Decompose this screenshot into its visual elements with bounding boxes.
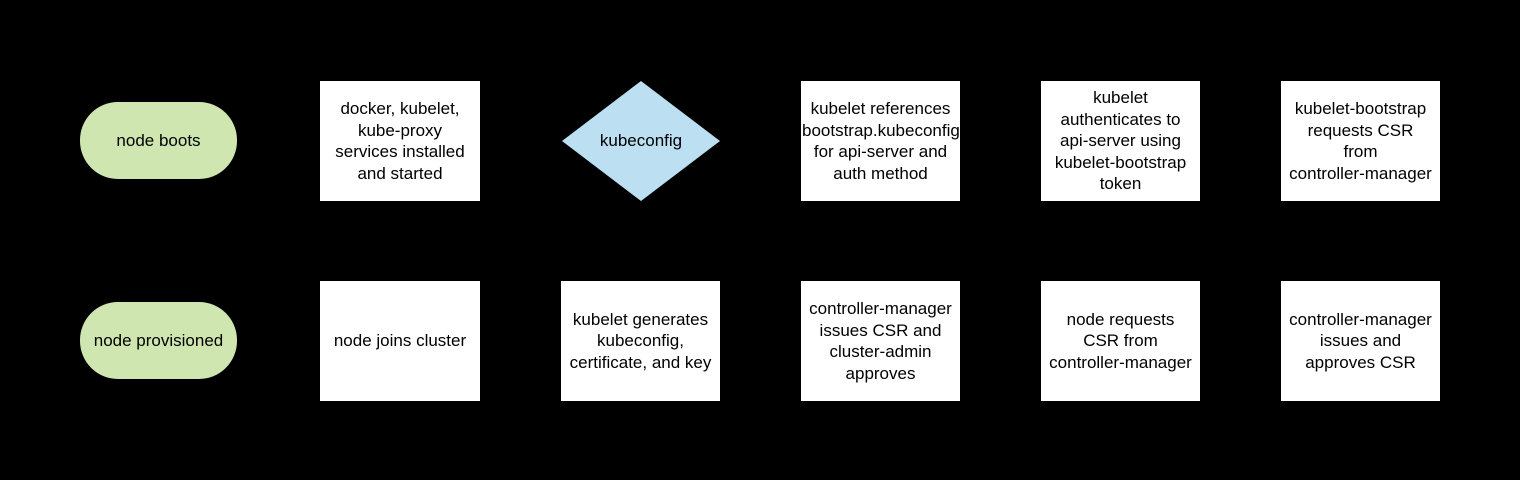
- flow-node-label: kubelet authenticates to api-server usin…: [1054, 88, 1187, 194]
- flow-node-services-installed[interactable]: docker, kubelet, kube-proxy services ins…: [320, 81, 480, 201]
- flow-node-controller-manager-issues-approves[interactable]: controller-manager issues and approves C…: [1281, 281, 1440, 401]
- flow-node-kubeconfig[interactable]: kubeconfig: [562, 81, 720, 201]
- flow-node-label: controller-manager issues CSR and cluste…: [809, 299, 952, 383]
- flow-node-label: node requests CSR from controller-manage…: [1049, 309, 1192, 372]
- flow-node-label: docker, kubelet, kube-proxy services ins…: [335, 99, 465, 183]
- flow-node-kubelet-references-bootstrap[interactable]: kubelet references bootstrap.kubeconfig …: [801, 81, 960, 201]
- flow-node-node-joins-cluster[interactable]: node joins cluster: [320, 281, 480, 401]
- flow-node-label: kubelet references bootstrap.kubeconfig …: [802, 99, 960, 183]
- flow-node-kubelet-generates[interactable]: kubelet generates kubeconfig, certificat…: [561, 281, 720, 401]
- flow-node-label: kubelet generates kubeconfig, certificat…: [569, 309, 712, 372]
- flow-node-kubelet-bootstrap-requests-csr[interactable]: kubelet-bootstrap requests CSR from cont…: [1281, 81, 1440, 201]
- flow-node-label: node boots: [116, 130, 201, 150]
- flow-node-label: node joins cluster: [333, 331, 467, 351]
- flow-node-node-provisioned[interactable]: node provisioned: [80, 302, 237, 379]
- flow-node-label: node provisioned: [93, 330, 224, 350]
- flow-node-label: kubeconfig: [599, 131, 683, 151]
- flow-node-node-boots[interactable]: node boots: [80, 102, 237, 179]
- flow-node-controller-manager-issues-csr[interactable]: controller-manager issues CSR and cluste…: [801, 281, 960, 401]
- flow-node-label: kubelet-bootstrap requests CSR from cont…: [1289, 99, 1432, 183]
- flow-node-label: controller-manager issues and approves C…: [1289, 309, 1432, 372]
- flow-node-kubelet-authenticates[interactable]: kubelet authenticates to api-server usin…: [1041, 81, 1200, 201]
- flow-node-node-requests-csr[interactable]: node requests CSR from controller-manage…: [1041, 281, 1200, 401]
